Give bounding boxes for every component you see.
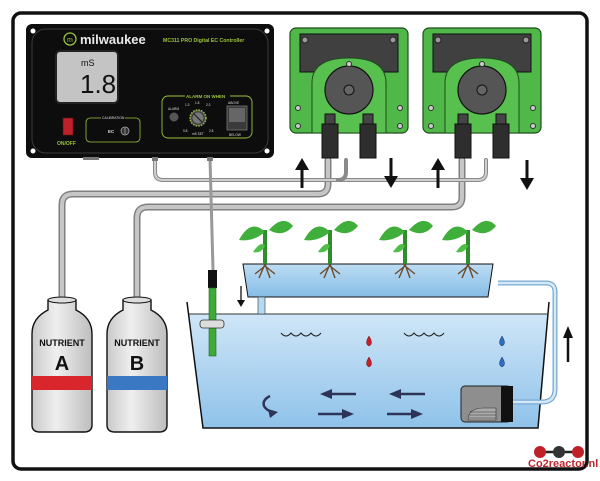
tubing (58, 156, 506, 334)
dial-tick-1: 1.3 (185, 103, 190, 107)
bottle-letter: A (55, 353, 69, 375)
bottle-label: NUTRIENT (39, 338, 85, 348)
dial-tick-3: 2.3 (206, 103, 211, 107)
water-wave (403, 332, 445, 337)
probe-cable (208, 156, 215, 272)
alarm-group-label: ALARM ON WHEN (186, 94, 225, 99)
arrow-right-icon (387, 409, 423, 419)
plant (239, 220, 293, 279)
alarm-led-label: ALARM (168, 107, 179, 111)
dosing-pump (422, 27, 542, 159)
dial-tick-4: 2.8 (209, 129, 214, 133)
watermark-text: Co2reactor.nl (528, 458, 599, 470)
calibration-knob-label: EC (108, 129, 115, 134)
arrow-right-icon (318, 409, 354, 419)
bottle-letter: B (130, 353, 144, 375)
dial-tick-2: 1.8 (195, 101, 200, 105)
bottle-label: NUTRIENT (114, 338, 160, 348)
arrow-up-icon (563, 326, 573, 362)
grow-tray (237, 263, 494, 315)
ec-probe (199, 270, 225, 357)
ec-controller: m milwaukee MC311 PRO Digital EC Control… (26, 24, 274, 161)
power-label: ON/OFF (57, 141, 76, 147)
arrow-up-icon (295, 158, 309, 188)
nutrient-bottle-b: NUTRIENT B (106, 296, 168, 433)
lcd-unit: mS (81, 58, 95, 68)
lcd-value: 1.8 (80, 69, 116, 99)
plants (239, 220, 496, 279)
alarm-led (169, 112, 179, 122)
dosing-pump (289, 27, 409, 159)
arrow-down-icon (237, 286, 245, 307)
brand-logo-icon (63, 32, 77, 46)
brand-name: milwaukee (80, 32, 146, 47)
arrow-down-icon (384, 158, 398, 188)
system-frame (11, 11, 589, 471)
bottle-color-band (107, 376, 167, 390)
circulation-arrows (262, 389, 425, 419)
plant (442, 220, 496, 279)
arrow-down-icon (520, 160, 534, 190)
dial-label: mS SET (192, 132, 204, 136)
switch-above-label: ABOVE (228, 101, 240, 105)
lcd-display (55, 50, 119, 104)
nutrient-b-drops (499, 335, 505, 368)
power-switch[interactable] (62, 117, 74, 136)
dial-tick-0: 0.8 (183, 129, 188, 133)
nutrient-a-drops (366, 335, 372, 368)
arrow-up-icon (431, 158, 445, 188)
calibration-label: CALIBRATION (102, 116, 125, 120)
arrow-left-icon (320, 389, 356, 399)
plant (304, 220, 358, 279)
water-wave (280, 332, 322, 337)
reservoir (186, 280, 573, 429)
nutrient-bottle-a: NUTRIENT A (31, 296, 93, 433)
switch-below-label: BELOW (229, 133, 242, 137)
svg-text:m: m (67, 37, 73, 44)
bottle-color-band (32, 376, 92, 390)
flow-arrows (295, 158, 534, 190)
circulation-pump (460, 385, 513, 423)
model-name: MC311 PRO Digital EC Controller (163, 38, 244, 44)
co2-molecule-logo (534, 446, 584, 458)
arrow-left-icon (389, 389, 425, 399)
plant (379, 220, 433, 279)
